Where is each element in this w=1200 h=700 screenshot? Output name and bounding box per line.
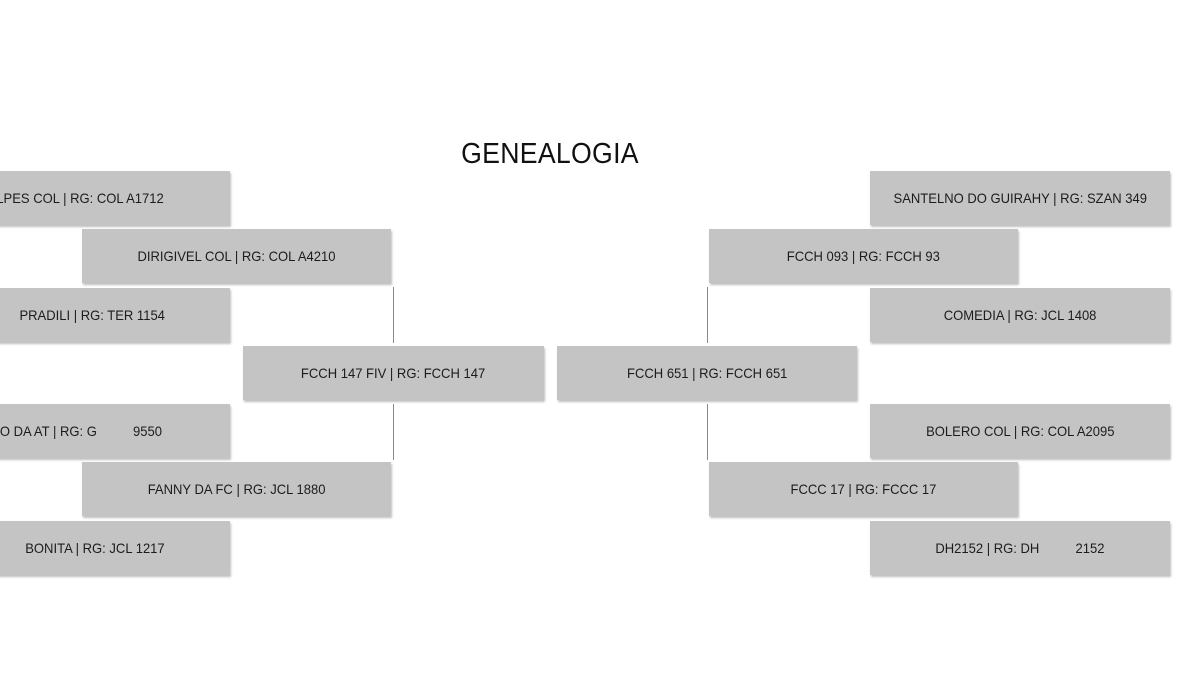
pedigree-box-sire: FCCH 147 FIV | RG: FCCH 147 [243,346,544,400]
pedigree-label: FCCC 17 | RG: FCCC 17 [790,481,937,497]
pedigree-label: PRADILI | RG: TER 1154 [19,307,165,323]
connector-line [707,404,708,460]
pedigree-label: SANTELNO DO GUIRAHY | RG: SZAN 349 [893,190,1147,206]
pedigree-label: DH2152 | RG: DH 2152 [935,540,1105,556]
pedigree-box-dam-dam-dam: DH2152 | RG: DH 2152 [870,521,1170,575]
pedigree-box-dam-dam: FCCC 17 | RG: FCCC 17 [709,462,1018,516]
pedigree-label: DIRIGIVEL COL | RG: COL A4210 [137,248,336,264]
pedigree-box-sire-dam: FANNY DA FC | RG: JCL 1880 [82,462,391,516]
pedigree-label: FCCH 147 FIV | RG: FCCH 147 [301,365,486,381]
pedigree-label: BOLERO COL | RG: COL A2095 [925,423,1115,439]
connector-line [393,287,394,343]
connector-line [393,404,394,460]
pedigree-box-dam-sire-dam: COMEDIA | RG: JCL 1408 [870,288,1170,342]
pedigree-label: LPES COL | RG: COL A1712 [0,190,164,206]
pedigree-box-sire-sire-dam: PRADILI | RG: TER 1154 [0,288,230,342]
pedigree-box-dam-dam-sire: BOLERO COL | RG: COL A2095 [870,404,1170,458]
pedigree-box-sire-sire-sire: LPES COL | RG: COL A1712 [0,171,230,225]
pedigree-box-dam: FCCH 651 | RG: FCCH 651 [557,346,857,400]
pedigree-label: FCCH 093 | RG: FCCH 93 [786,248,941,264]
pedigree-box-sire-sire: DIRIGIVEL COL | RG: COL A4210 [82,229,391,283]
pedigree-box-dam-sire: FCCH 093 | RG: FCCH 93 [709,229,1018,283]
pedigree-box-dam-sire-sire: SANTELNO DO GUIRAHY | RG: SZAN 349 [870,171,1170,225]
pedigree-label: MPEIRO DA AT | RG: G 9550 [0,423,163,439]
page-title: GENEALOGIA [461,138,639,170]
pedigree-box-sire-dam-sire: MPEIRO DA AT | RG: G 9550 [0,404,230,458]
pedigree-label: FCCH 651 | RG: FCCH 651 [626,365,788,381]
pedigree-label: FANNY DA FC | RG: JCL 1880 [147,481,326,497]
pedigree-box-sire-dam-dam: BONITA | RG: JCL 1217 [0,521,230,575]
connector-line [707,287,708,343]
pedigree-label: COMEDIA | RG: JCL 1408 [943,307,1097,323]
pedigree-label: BONITA | RG: JCL 1217 [25,540,165,556]
